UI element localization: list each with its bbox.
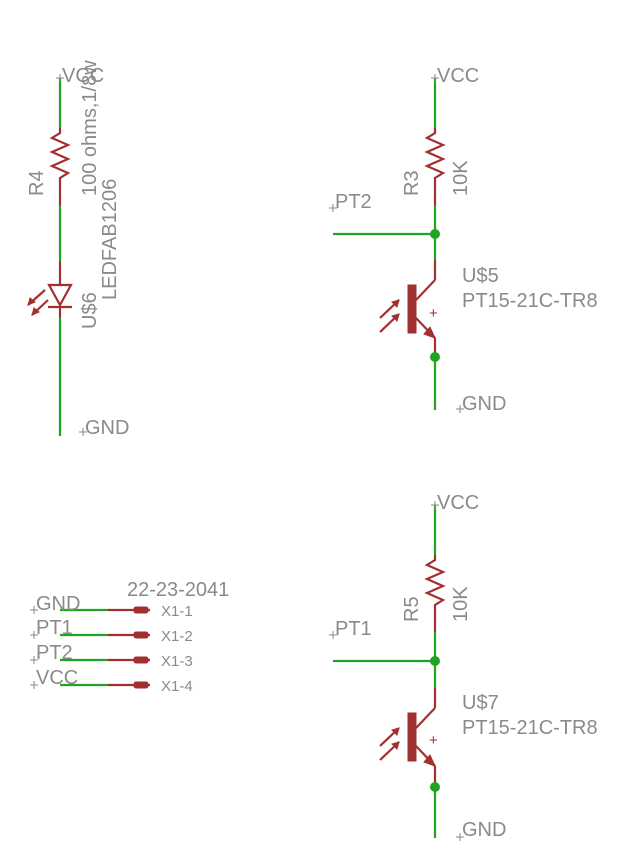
u5-value: PT15-21C-TR8 xyxy=(462,290,598,312)
phototransistor-u5[interactable]: + xyxy=(379,260,438,357)
r4-name: R4 xyxy=(26,170,48,196)
pt2-junction xyxy=(430,229,440,239)
header-net-vcc: VCC xyxy=(36,667,78,689)
r3-value: 10K xyxy=(450,160,472,196)
header-part-value: 22-23-2041 xyxy=(127,579,229,601)
pt1-gnd-label: GND xyxy=(462,819,506,841)
resistor-r5[interactable] xyxy=(424,555,446,632)
pt2-net-label: PT2 xyxy=(335,191,372,213)
header-pin-label-3: X1-3 xyxy=(161,653,193,670)
pt2-gnd-label: GND xyxy=(462,393,506,415)
r5-name: R5 xyxy=(401,596,423,622)
svg-text:+: + xyxy=(429,305,438,322)
u6-value: LEDFAB1206 xyxy=(99,179,121,300)
u7-value: PT15-21C-TR8 xyxy=(462,717,598,739)
header-section: 22-23-2041 GND X1-1 PT1 X1-2 PT2 X1-3 VC… xyxy=(30,579,229,695)
led-gnd-label: GND xyxy=(85,417,129,439)
resistor-r3[interactable] xyxy=(424,128,446,205)
phototransistor-u7[interactable]: + xyxy=(379,688,438,787)
r4-value: 100 ohms,1/8w xyxy=(79,60,101,196)
r3-name: R3 xyxy=(401,170,423,196)
header-net-pt1: PT1 xyxy=(36,617,73,639)
pt1-net-label: PT1 xyxy=(335,618,372,640)
u7-name: U$7 xyxy=(462,692,499,714)
header-pin-label-1: X1-1 xyxy=(161,603,193,620)
svg-text:+: + xyxy=(429,732,438,749)
pt1-section: + VCC R5 10K PT1 U$7 PT15-21C-TR8 GND xyxy=(329,492,598,841)
header-net-gnd: GND xyxy=(36,593,80,615)
pt1-vcc-label: VCC xyxy=(437,492,479,514)
led-vcc-label: VCC xyxy=(62,65,104,87)
pt2-section: + VCC R3 10K PT2 U$5 PT15-21C-TR8 GND xyxy=(329,65,598,415)
u5-name: U$5 xyxy=(462,265,499,287)
r5-value: 10K xyxy=(450,586,472,622)
u6-name: U$6 xyxy=(79,292,101,329)
led-section: VCC R4 100 ohms,1/8w U$6 LEDFAB1206 GND xyxy=(26,60,129,439)
led-u6[interactable] xyxy=(27,262,73,318)
resistor-r4[interactable] xyxy=(49,128,71,205)
pt1-junction xyxy=(430,656,440,666)
header-pin-label-4: X1-4 xyxy=(161,678,193,695)
header-pin-label-2: X1-2 xyxy=(161,628,193,645)
pt2-vcc-label: VCC xyxy=(437,65,479,87)
header-net-pt2: PT2 xyxy=(36,642,73,664)
